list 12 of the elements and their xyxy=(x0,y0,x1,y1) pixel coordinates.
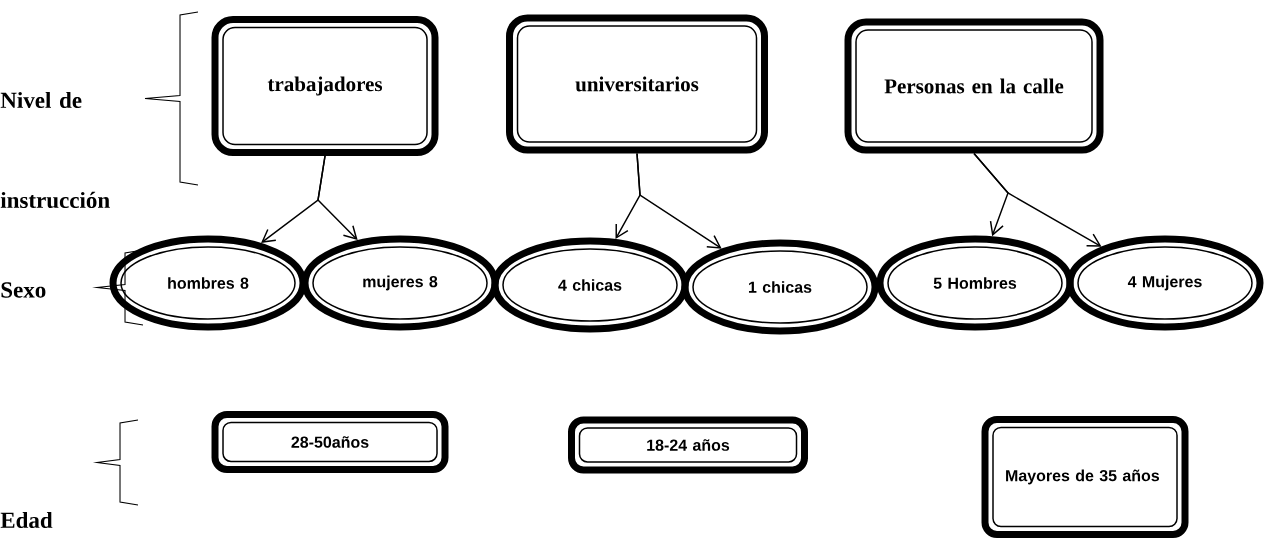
arrow xyxy=(973,152,1102,247)
rounded-box: 28-50años xyxy=(211,411,449,473)
side-label: Edad xyxy=(0,511,53,529)
arrow xyxy=(636,152,722,249)
rounded-box: trabajadores xyxy=(211,16,439,156)
rounded-box: 18-24 años xyxy=(568,416,808,474)
rounded-box: Mayores de 35 años xyxy=(981,416,1189,538)
rounded-box: Personas en la calle xyxy=(844,18,1104,154)
side-label: Sexo xyxy=(1,282,46,298)
arrow xyxy=(317,155,358,241)
side-label: Nivel de instrucción xyxy=(0,91,110,209)
rounded-box: universitarios xyxy=(506,14,768,154)
